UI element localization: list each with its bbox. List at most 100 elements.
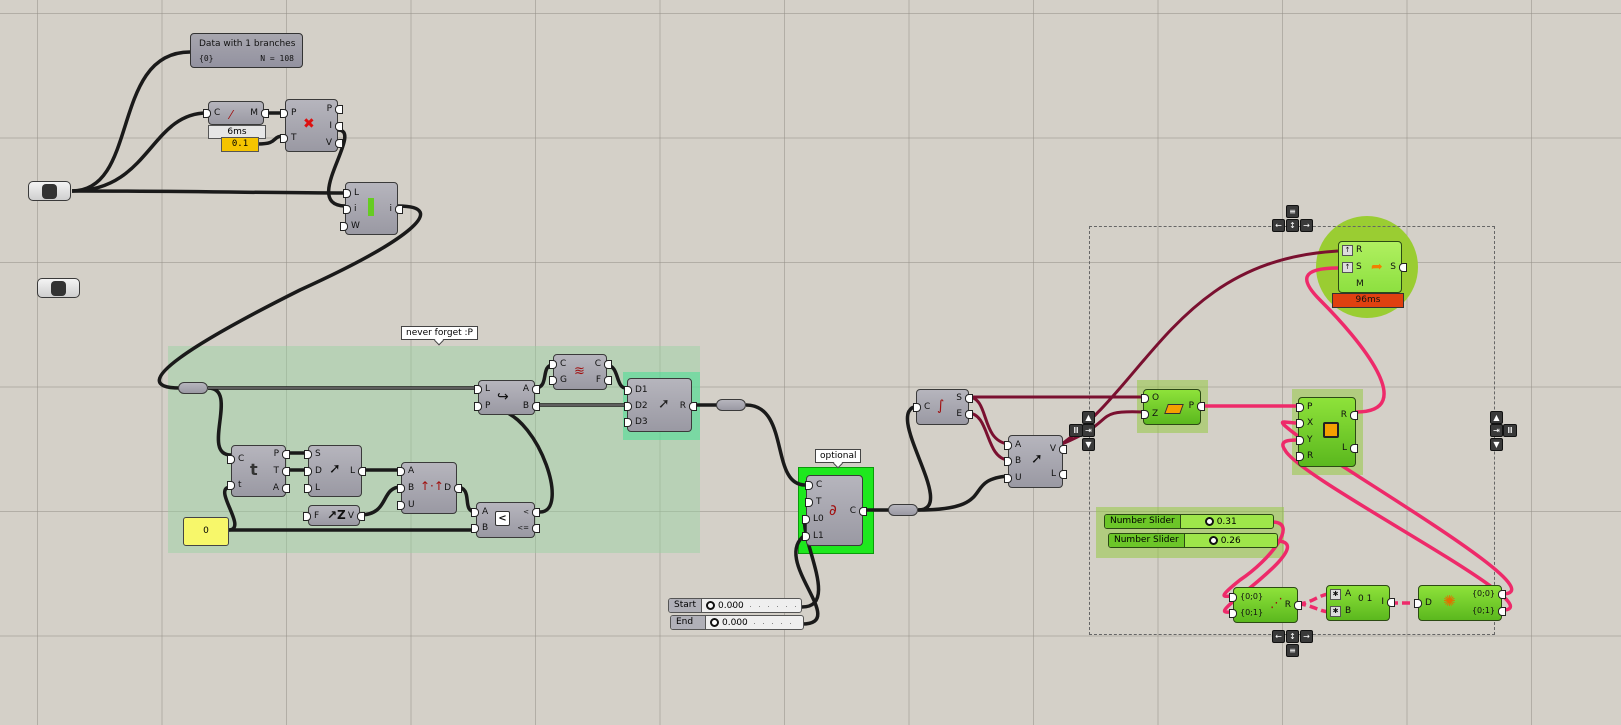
number-input[interactable]: 0.1 xyxy=(221,137,259,152)
output-port[interactable]: C xyxy=(849,506,868,516)
output-port[interactable]: D xyxy=(444,483,462,493)
input-port[interactable]: C xyxy=(226,454,245,464)
reparam-icon[interactable]: ↑ xyxy=(1342,262,1353,273)
input-port[interactable]: O xyxy=(1140,393,1160,403)
list-item-component[interactable]: L i W i xyxy=(340,182,401,235)
input-port[interactable]: C xyxy=(548,359,567,369)
input-port[interactable]: L xyxy=(342,188,360,198)
output-port[interactable]: L xyxy=(1341,443,1359,453)
merge-component[interactable]: D1 D2 D3 ➚ R xyxy=(624,378,698,432)
cluster-right-move-button[interactable]: ⇥ xyxy=(1490,424,1503,437)
input-port[interactable]: B xyxy=(396,483,415,493)
output-port[interactable]: {0;0} xyxy=(1471,589,1507,599)
input-port[interactable]: L1 xyxy=(802,531,824,541)
output-port[interactable]: T xyxy=(273,466,289,476)
input-port[interactable]: R xyxy=(1356,245,1363,255)
output-port[interactable]: L xyxy=(1050,469,1068,479)
output-port[interactable]: A xyxy=(272,483,291,493)
cluster-menu-button[interactable]: ≡ xyxy=(1286,205,1299,218)
entwine-component[interactable]: {0;0} {0;1} ⋰ R xyxy=(1228,587,1303,623)
line-sdl-component[interactable]: S D L ➚ L xyxy=(303,445,367,497)
input-port[interactable]: B xyxy=(1003,456,1022,466)
input-port[interactable]: G xyxy=(549,375,567,385)
geometry-pipeline-param[interactable] xyxy=(37,278,80,298)
construct-domain-component[interactable]: ✱ ✱ A B 0 1 I xyxy=(1326,585,1394,621)
slider-track[interactable]: 0.26 xyxy=(1185,534,1277,547)
input-port[interactable]: L0 xyxy=(802,514,824,524)
output-port[interactable]: <= xyxy=(517,524,540,533)
input-port[interactable]: A xyxy=(1345,589,1352,599)
input-port[interactable]: C xyxy=(912,402,931,412)
slider-start[interactable]: Start 0.000 xyxy=(668,598,802,613)
input-port[interactable]: X xyxy=(1295,418,1314,428)
input-port[interactable]: B xyxy=(470,523,489,533)
slider-track[interactable]: 0.000 xyxy=(706,616,803,629)
output-port[interactable]: B xyxy=(522,401,541,411)
split-list-component[interactable]: L P ↪ A B xyxy=(473,380,541,415)
curve-divide-component[interactable]: C ⁄ M xyxy=(202,101,269,125)
output-port[interactable]: V xyxy=(325,138,344,148)
input-port[interactable]: Z xyxy=(1140,409,1159,419)
number-slider-1[interactable]: Number Slider 0.31 xyxy=(1104,514,1274,529)
output-port[interactable]: R xyxy=(679,401,698,411)
output-port[interactable]: C xyxy=(594,359,613,369)
evaluate-curve-component[interactable]: C t t P T A xyxy=(226,445,292,497)
slider-knob[interactable] xyxy=(706,601,715,610)
vector-2pt-component[interactable]: A B U ➚ V L xyxy=(1003,435,1068,488)
cluster-bottom-left-button[interactable]: ← xyxy=(1272,630,1285,643)
input-port[interactable]: i xyxy=(344,204,357,214)
output-port[interactable]: P xyxy=(326,104,345,114)
input-port[interactable]: L xyxy=(473,384,491,394)
output-port[interactable]: F xyxy=(595,375,613,385)
number-param[interactable]: 0 xyxy=(183,517,229,546)
input-port[interactable]: {0;0} xyxy=(1228,592,1264,602)
input-port[interactable]: W xyxy=(340,221,360,231)
sweep-component[interactable]: ↑ ↑ R S M ➦ S xyxy=(1338,241,1407,293)
input-port[interactable]: B xyxy=(1345,606,1352,616)
input-port[interactable]: C xyxy=(202,108,221,118)
cluster-add-button[interactable]: ▲ xyxy=(1082,411,1095,424)
cluster-bottom-center-button[interactable]: ↕ xyxy=(1286,630,1299,643)
output-port[interactable]: E xyxy=(956,409,973,419)
cluster-right-button[interactable]: → xyxy=(1300,219,1313,232)
input-port[interactable]: F xyxy=(302,511,320,521)
blend-curve-component[interactable]: C T L0 L1 ∂ C xyxy=(802,475,868,546)
input-port[interactable]: t xyxy=(228,480,242,490)
smaller-than-component[interactable]: A B < < <= xyxy=(470,502,540,538)
output-port[interactable]: V xyxy=(1049,444,1068,454)
output-port[interactable]: {0;1} xyxy=(1471,606,1507,616)
cluster-left-button[interactable]: ← xyxy=(1272,219,1285,232)
cluster-right-down-button[interactable]: ▼ xyxy=(1490,438,1503,451)
slider-knob[interactable] xyxy=(710,618,719,627)
output-port[interactable]: < xyxy=(523,508,540,517)
output-port[interactable]: P xyxy=(273,449,292,459)
tween-curve-component[interactable]: C G ≋ C F xyxy=(548,354,613,390)
cluster-down-button[interactable]: ▼ xyxy=(1082,438,1095,451)
cull-points-component[interactable]: P T ✖ P I V xyxy=(279,99,345,152)
input-port[interactable]: D xyxy=(304,466,322,476)
input-port[interactable]: D2 xyxy=(624,401,648,411)
input-port[interactable]: P xyxy=(279,108,297,118)
output-port[interactable]: V xyxy=(347,511,366,521)
input-port[interactable]: U xyxy=(397,500,415,510)
output-port[interactable]: M xyxy=(250,108,269,118)
cluster-move-button[interactable]: ⇥ xyxy=(1082,424,1095,437)
input-port[interactable]: U xyxy=(1004,473,1022,483)
input-port[interactable]: S xyxy=(1356,262,1362,272)
output-port[interactable]: A xyxy=(522,384,541,394)
output-port[interactable]: L xyxy=(349,466,367,476)
cluster-list-button[interactable]: Ⅲ xyxy=(1069,424,1083,437)
output-port[interactable]: R xyxy=(1284,600,1303,610)
reparam-icon[interactable]: ↑ xyxy=(1342,245,1353,256)
input-port[interactable]: T xyxy=(805,497,822,507)
input-port[interactable]: P xyxy=(473,401,491,411)
plane-normal-component[interactable]: O Z P xyxy=(1140,389,1207,425)
wire-relay[interactable] xyxy=(888,504,918,516)
dot-product-component[interactable]: A B U ↑·↑ D xyxy=(396,462,462,514)
input-port[interactable]: T xyxy=(280,133,297,143)
slider-track[interactable]: 0.000 xyxy=(702,599,801,612)
geometry-param[interactable] xyxy=(28,181,71,201)
input-port[interactable]: M xyxy=(1356,279,1364,289)
data-panel[interactable]: Data with 1 branches {0} N = 108 xyxy=(190,33,303,68)
slider-track[interactable]: 0.31 xyxy=(1181,515,1273,528)
